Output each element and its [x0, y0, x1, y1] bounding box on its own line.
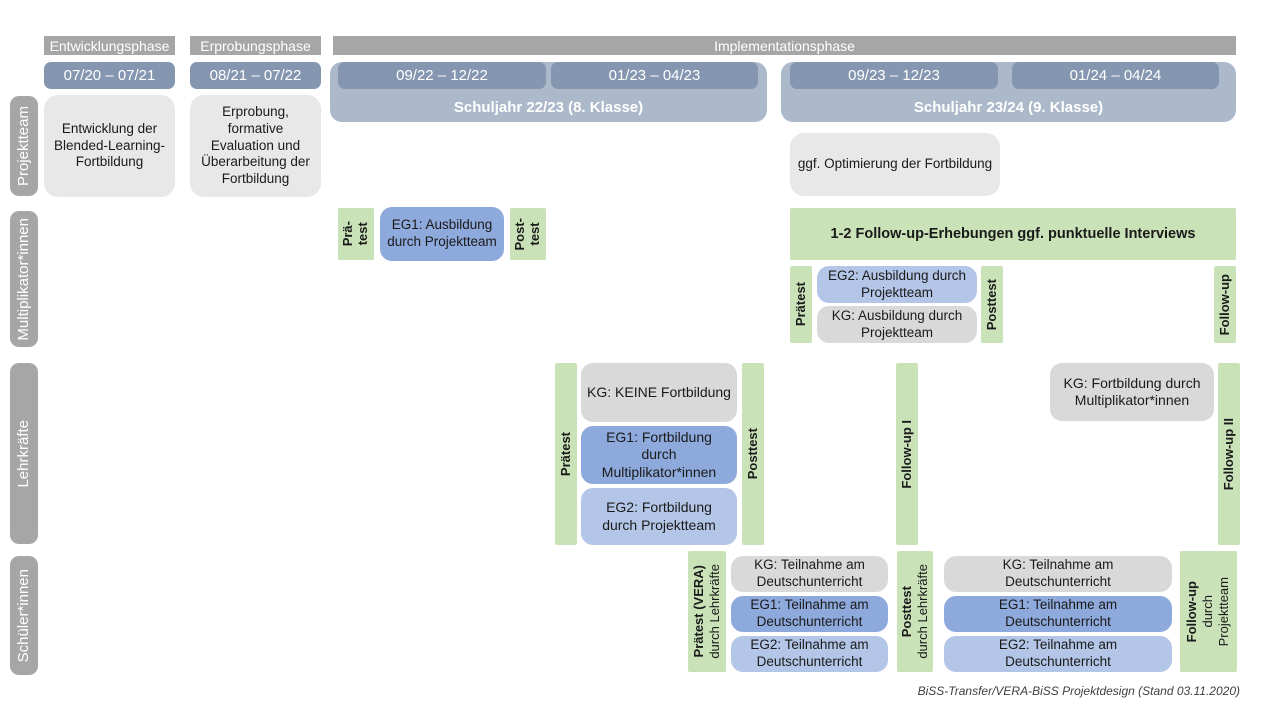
box-eg2-ausbildung-projektteam: EG2: Ausbildung durch Projektteam	[817, 266, 977, 303]
test-bar-followup-multiplikator: Follow-up	[1214, 266, 1236, 343]
schoolyear-label-22-23: Schuljahr 22/23 (8. Klasse)	[453, 98, 644, 116]
box-kg-teilnahme-1: KG: Teilnahme am Deutschunterricht	[731, 556, 888, 592]
box-kg-fortbildung-multiplikatorinnen: KG: Fortbildung durch Multiplikator*inne…	[1050, 363, 1214, 421]
test-bar-followup-projektteam-label: Follow-up	[1184, 580, 1200, 643]
box-kg-ausbildung-projektteam: KG: Ausbildung durch Projektteam	[817, 306, 977, 343]
box-kg-keine-fortbildung: KG: KEINE Fortbildung	[581, 363, 737, 422]
test-bar-prae-test: Prä- test	[338, 208, 374, 260]
date-range-0922-1222: 09/22 – 12/22	[338, 62, 546, 89]
sidebar-row-schuelerinnen-label: Schüler*innen	[15, 568, 33, 663]
test-bar-followup-projektteam: Follow-up durch Projektteam	[1180, 551, 1237, 672]
box-eg1-teilnahme-2: EG1: Teilnahme am Deutschunterricht	[944, 596, 1172, 632]
test-bar-followup-1-label: Follow-up I	[898, 419, 914, 489]
box-eg1-ausbildung-projektteam: EG1: Ausbildung durch Projektteam	[380, 207, 504, 261]
sidebar-row-lehrkraefte: Lehrkräfte	[10, 363, 38, 544]
box-erprobung-evaluation: Erprobung, formative Evaluation und Über…	[190, 95, 321, 197]
box-eg2-teilnahme-1: EG2: Teilnahme am Deutschunterricht	[731, 636, 888, 672]
test-bar-post-test-label: Post- test	[512, 217, 542, 251]
test-bar-praetest-multiplikator-label: Prätest	[792, 282, 808, 327]
phase-bar-erprobung: Erprobungsphase	[190, 36, 321, 55]
sidebar-row-lehrkraefte-label: Lehrkräfte	[15, 419, 33, 488]
test-bar-posttest-schueler-sublabel: durch Lehrkräfte	[914, 564, 930, 659]
test-bar-posttest-lehrkraefte-label: Posttest	[744, 428, 760, 480]
sidebar-row-projektteam-label: Projektteam	[15, 105, 33, 187]
test-bar-prae-test-label: Prä- test	[340, 221, 370, 247]
test-bar-followup-projektteam-durch: durch	[1200, 595, 1216, 628]
test-bar-followup-2: Follow-up II	[1218, 363, 1240, 545]
test-bar-followup-1: Follow-up I	[896, 363, 918, 545]
test-bar-praetest-vera-label: Prätest (VERA)	[690, 565, 706, 658]
date-range-0923-1223: 09/23 – 12/23	[790, 62, 998, 89]
test-bar-posttest-multiplikator: Posttest	[981, 266, 1003, 343]
box-kg-teilnahme-2: KG: Teilnahme am Deutschunterricht	[944, 556, 1172, 592]
box-eg1-fortbildung-multiplikatorinnen: EG1: Fortbildung durch Multiplikator*inn…	[581, 426, 737, 484]
test-bar-posttest-multiplikator-label: Posttest	[983, 278, 999, 331]
test-bar-followup-2-label: Follow-up II	[1220, 417, 1236, 491]
box-eg1-teilnahme-1: EG1: Teilnahme am Deutschunterricht	[731, 596, 888, 632]
box-eg2-teilnahme-2: EG2: Teilnahme am Deutschunterricht	[944, 636, 1172, 672]
sidebar-row-multiplikatorinnen-label: Multiplikator*innen	[15, 217, 33, 341]
schoolyear-label-23-24: Schuljahr 23/24 (9. Klasse)	[913, 98, 1104, 116]
date-range-0123-0423: 01/23 – 04/23	[551, 62, 758, 89]
box-optimierung-fortbildung: ggf. Optimierung der Fortbildung	[790, 133, 1000, 196]
box-entwicklung-fortbildung: Entwicklung der Blended-Learning-Fortbil…	[44, 95, 175, 197]
test-bar-followup-projektteam-team: Projektteam	[1215, 576, 1231, 647]
test-bar-post-test: Post- test	[510, 208, 546, 260]
test-bar-praetest-vera: Prätest (VERA) durch Lehrkräfte	[688, 551, 726, 672]
sidebar-row-schuelerinnen: Schüler*innen	[10, 556, 38, 675]
test-bar-posttest-schueler-label: Posttest	[898, 585, 914, 638]
box-followup-erhebungen: 1-2 Follow-up-Erhebungen ggf. punktuelle…	[790, 208, 1236, 260]
test-bar-followup-multiplikator-label: Follow-up	[1216, 273, 1232, 336]
sidebar-row-projektteam: Projektteam	[10, 96, 38, 196]
test-bar-praetest-multiplikator: Prätest	[790, 266, 812, 343]
date-range-0720-0721: 07/20 – 07/21	[44, 62, 175, 89]
phase-bar-implementation: Implementationsphase	[333, 36, 1236, 55]
test-bar-praetest-vera-sublabel: durch Lehrkräfte	[706, 564, 722, 659]
test-bar-posttest-schueler: Posttest durch Lehrkräfte	[897, 551, 933, 672]
footer-caption: BiSS-Transfer/VERA-BiSS Projektdesign (S…	[917, 684, 1240, 698]
date-range-0124-0424: 01/24 – 04/24	[1012, 62, 1219, 89]
phase-bar-entwicklung: Entwicklungsphase	[44, 36, 175, 55]
test-bar-praetest-lehrkraefte: Prätest	[555, 363, 577, 545]
sidebar-row-multiplikatorinnen: Multiplikator*innen	[10, 211, 38, 347]
test-bar-posttest-lehrkraefte: Posttest	[742, 363, 764, 545]
date-range-0821-0722: 08/21 – 07/22	[190, 62, 321, 89]
test-bar-praetest-lehrkraefte-label: Prätest	[557, 431, 573, 477]
box-eg2-fortbildung-projektteam: EG2: Fortbildung durch Projektteam	[581, 488, 737, 545]
